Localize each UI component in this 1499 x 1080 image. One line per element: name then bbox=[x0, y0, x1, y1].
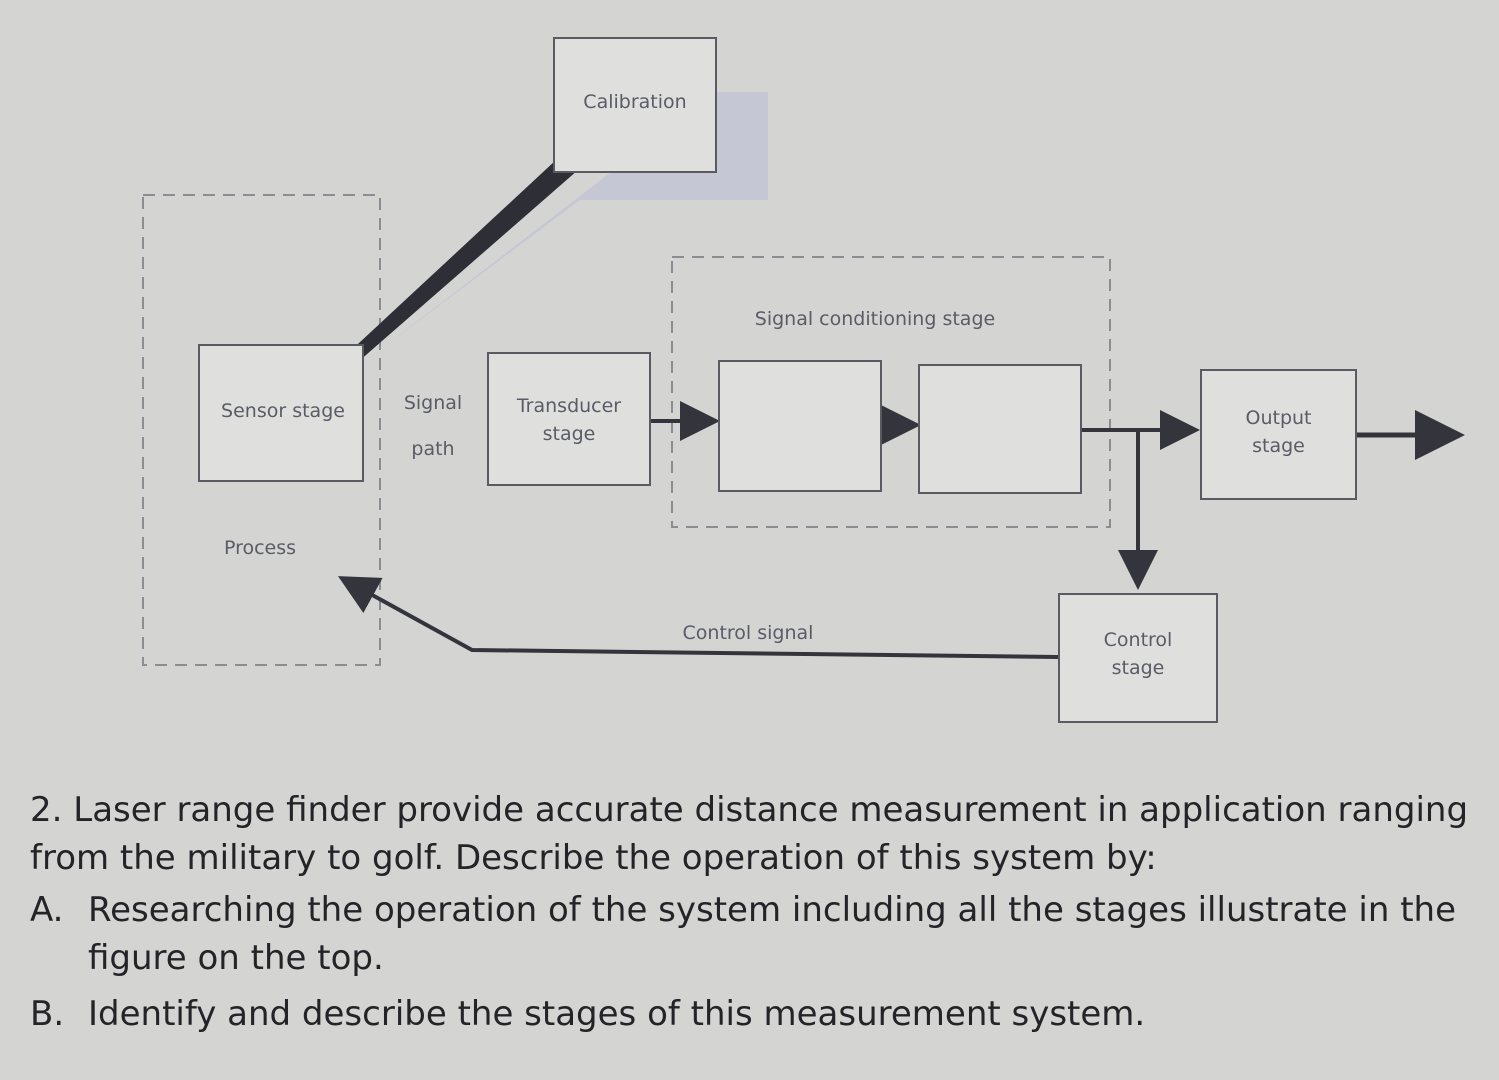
output-stage-label: Output stage bbox=[1245, 407, 1312, 457]
control-stage-label: Control stage bbox=[1103, 629, 1173, 679]
process-boundary bbox=[142, 194, 381, 666]
measurement-system-diagram: Calibration Signal conditioning stage Se… bbox=[142, 37, 1465, 723]
item-b-marker: B. bbox=[30, 994, 65, 1034]
conditioning-box-2 bbox=[918, 364, 1082, 494]
transducer-stage-label: Transducer stage bbox=[516, 395, 622, 445]
process-label: Process bbox=[223, 537, 297, 559]
transducer-stage-box bbox=[487, 352, 651, 486]
signal-conditioning-boundary bbox=[671, 256, 1111, 528]
sensor-stage-label: Sensor stage bbox=[221, 400, 345, 422]
conditioning-box-1 bbox=[718, 360, 882, 492]
sensor-stage-box bbox=[198, 344, 364, 482]
output-stage-box bbox=[1200, 369, 1357, 500]
control-stage-box bbox=[1058, 593, 1218, 723]
control-signal-label: Control signal bbox=[682, 622, 814, 644]
signal-conditioning-label: Signal conditioning stage bbox=[754, 308, 996, 330]
item-b-text: Identify and describe the stages of this… bbox=[88, 994, 1146, 1034]
item-a-marker: A. bbox=[30, 890, 64, 930]
question-intro: 2. Laser range finder provide accurate d… bbox=[30, 790, 1469, 878]
item-a-text: Researching the operation of the system … bbox=[88, 890, 1457, 978]
control-signal-line bbox=[337, 576, 1059, 659]
calibration-label: Calibration bbox=[583, 91, 687, 113]
signal-path-label: Signal path bbox=[403, 392, 463, 460]
calibration-arrow bbox=[330, 160, 578, 378]
calibration-box bbox=[553, 37, 717, 173]
